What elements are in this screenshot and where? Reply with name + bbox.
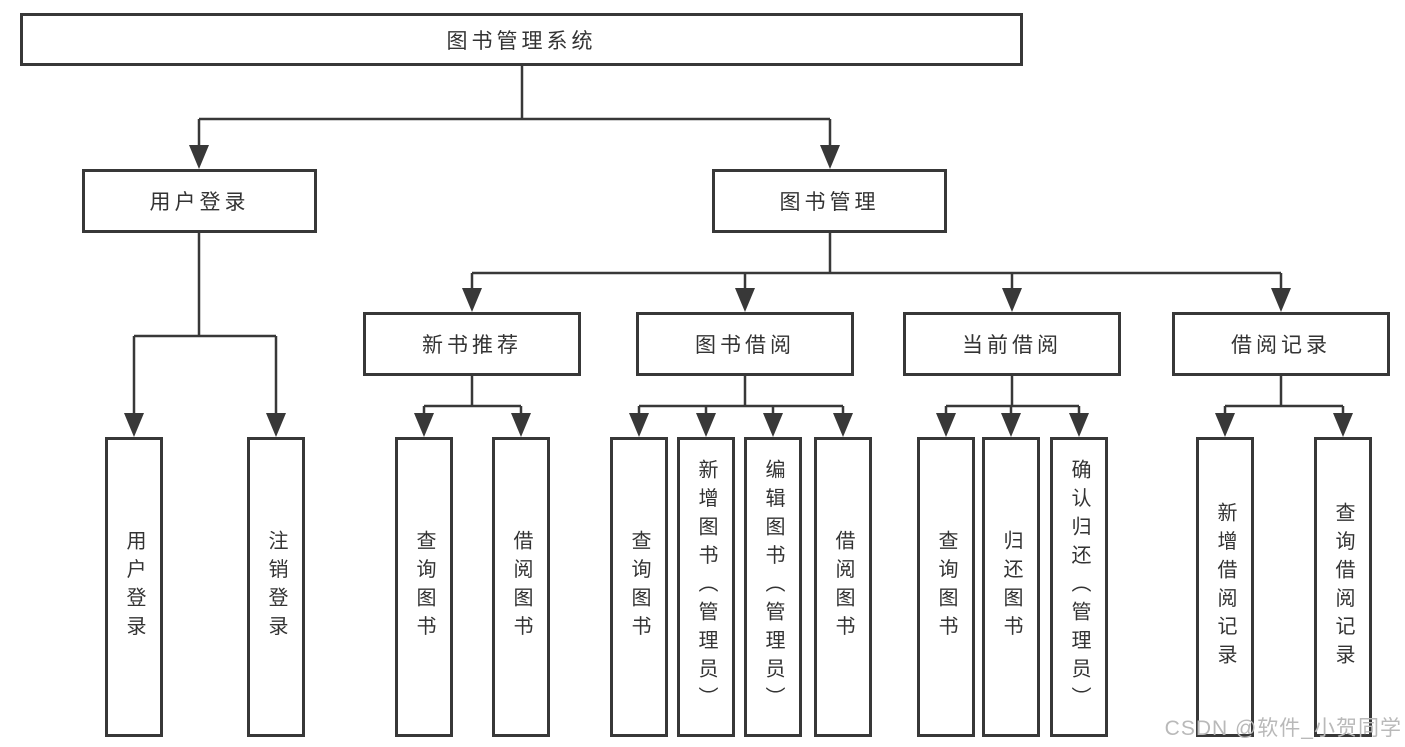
node-borrow-records: 借阅记录	[1172, 312, 1390, 376]
node-current-borrow-label: 当前借阅	[962, 334, 1062, 357]
leaf-borrow-borrow-books-label: 借阅图书	[832, 530, 854, 644]
leaf-borrow-edit-books-admin: 编辑图书（管理员）	[744, 437, 802, 737]
leaf-logout-label: 注销登录	[265, 530, 287, 644]
leaf-current-query-books: 查询图书	[917, 437, 975, 737]
node-book-management: 图书管理	[712, 169, 947, 233]
leaf-recommend-borrow-books-label: 借阅图书	[510, 530, 532, 644]
leaf-logout: 注销登录	[247, 437, 305, 737]
node-book-management-system-label: 图书管理系统	[446, 29, 597, 53]
leaf-current-return-books-label: 归还图书	[1000, 530, 1022, 644]
leaf-records-query-record: 查询借阅记录	[1314, 437, 1372, 737]
leaf-borrow-add-books-admin: 新增图书（管理员）	[677, 437, 735, 737]
leaf-user-login-label: 用户登录	[123, 530, 145, 644]
node-borrow-records-label: 借阅记录	[1231, 334, 1331, 357]
leaf-current-confirm-return-admin-label: 确认归还（管理员）	[1068, 459, 1090, 715]
leaf-records-query-record-label: 查询借阅记录	[1332, 501, 1354, 673]
leaf-borrow-edit-books-admin-label: 编辑图书（管理员）	[762, 459, 784, 715]
arrowheads	[124, 145, 1353, 437]
leaf-records-add-record-label: 新增借阅记录	[1214, 501, 1236, 673]
leaf-borrow-add-books-admin-label: 新增图书（管理员）	[695, 459, 717, 715]
leaf-recommend-query-books: 查询图书	[395, 437, 453, 737]
leaf-user-login: 用户登录	[105, 437, 163, 737]
node-book-management-label: 图书管理	[779, 191, 880, 214]
node-book-management-system: 图书管理系统	[20, 13, 1023, 66]
node-new-book-recommend-label: 新书推荐	[422, 334, 522, 357]
leaf-current-return-books: 归还图书	[982, 437, 1040, 737]
leaf-records-add-record: 新增借阅记录	[1196, 437, 1254, 737]
node-user-login: 用户登录	[82, 169, 317, 233]
leaf-borrow-borrow-books: 借阅图书	[814, 437, 872, 737]
leaf-current-query-books-label: 查询图书	[935, 530, 957, 644]
node-current-borrow: 当前借阅	[903, 312, 1121, 376]
leaf-recommend-borrow-books: 借阅图书	[492, 437, 550, 737]
node-user-login-label: 用户登录	[149, 191, 250, 214]
node-book-borrow: 图书借阅	[636, 312, 854, 376]
leaf-borrow-query-books-label: 查询图书	[628, 530, 650, 644]
csdn-watermark: CSDN @软件_小贺同学	[1164, 717, 1402, 740]
leaf-current-confirm-return-admin: 确认归还（管理员）	[1050, 437, 1108, 737]
leaf-borrow-query-books: 查询图书	[610, 437, 668, 737]
node-book-borrow-label: 图书借阅	[695, 334, 795, 357]
node-new-book-recommend: 新书推荐	[363, 312, 581, 376]
leaf-recommend-query-books-label: 查询图书	[413, 530, 435, 644]
